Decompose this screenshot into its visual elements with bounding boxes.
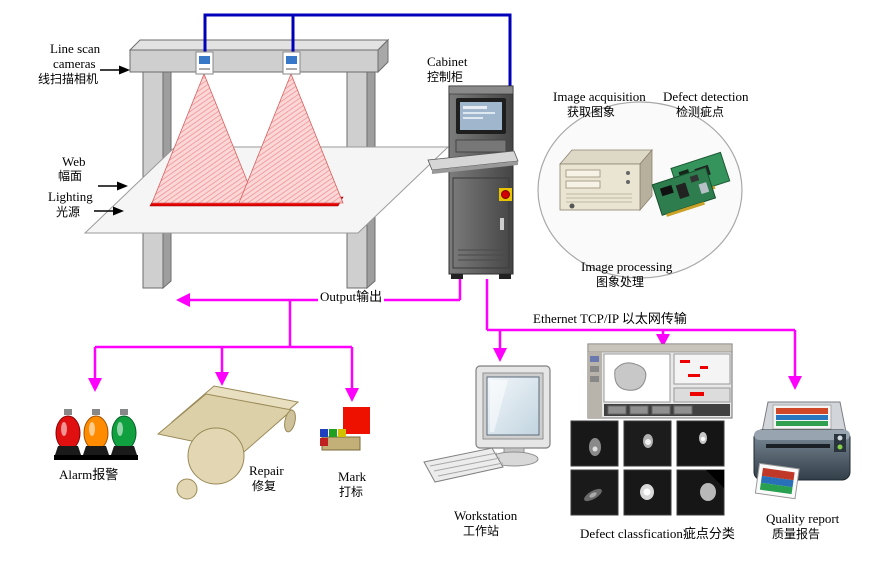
- label-image-processing-zh: 图象处理: [596, 275, 645, 289]
- scan-beam-right: [238, 72, 344, 204]
- label-defect-detection-en: Defect detection: [663, 89, 749, 104]
- label-image-acquisition-zh: 获取图象: [567, 105, 616, 119]
- label-line-scan-cameras-en1: Line scan: [50, 41, 101, 56]
- mark-icon: [320, 407, 370, 451]
- line-scan-camera-icons: [195, 51, 301, 75]
- label-quality-report-zh: 质量报告: [772, 527, 821, 541]
- label-mark-zh: 打标: [339, 485, 364, 499]
- label-cabinet-en: Cabinet: [427, 54, 468, 69]
- label-web-zh: 幅面: [58, 169, 83, 183]
- label-defect-detection-zh: 检测疵点: [676, 105, 725, 119]
- label-web-en: Web: [62, 154, 86, 169]
- label-pointer-arrows: [94, 65, 130, 216]
- industrial-pc-illustration: [559, 148, 653, 212]
- label-line-scan-cameras-zh: 线扫描相机: [38, 72, 99, 86]
- scan-beams-illustration: [151, 72, 344, 204]
- arrow-to-alarm: [88, 378, 102, 392]
- arrow-to-printer: [788, 376, 802, 390]
- output-arrow-left: [176, 293, 190, 307]
- camera-signal-cable: [203, 13, 512, 90]
- label-lighting-zh: 光源: [56, 205, 81, 219]
- arrow-to-workstation: [493, 348, 507, 362]
- label-output: Output输出: [318, 289, 385, 304]
- ethernet-flow-arrowheads: [493, 334, 802, 390]
- label-alarm: Alarm报警: [59, 467, 119, 482]
- label-image-acquisition-en: Image acquisition: [553, 89, 646, 104]
- label-quality-report-en: Quality report: [766, 511, 840, 526]
- alarm-lamp-red: [54, 409, 82, 460]
- ethernet-flow-lines: [485, 279, 797, 378]
- web-pointer-arrowhead: [117, 181, 128, 191]
- arrow-to-defect-classification: [656, 334, 670, 347]
- label-workstation-en: Workstation: [454, 508, 518, 523]
- alarm-lamp-green: [110, 409, 138, 460]
- label-repair-en: Repair: [249, 463, 284, 478]
- lighting-pointer-arrowhead: [113, 206, 124, 216]
- printed-photo-icon: [754, 462, 800, 500]
- line-scan-camera-icon-right: [282, 51, 301, 75]
- label-workstation-zh: 工作站: [463, 524, 500, 538]
- label-defect-classification: Defect classfication疵点分类: [580, 526, 735, 541]
- printer-illustration: [753, 401, 851, 500]
- line-scan-camera-icon-left: [195, 51, 214, 75]
- label-image-processing-en: Image processing: [581, 259, 673, 274]
- control-cabinet-illustration: [427, 85, 519, 279]
- repair-rollers-illustration: [156, 385, 300, 500]
- image-processing-ellipse: [537, 101, 743, 279]
- output-flow-lines: [93, 279, 462, 390]
- label-mark-en: Mark: [338, 469, 367, 484]
- label-cabinet-zh: 控制柜: [427, 70, 464, 84]
- output-flow-arrowheads: [88, 293, 359, 402]
- label-line-scan-cameras-en2: cameras: [53, 56, 96, 71]
- cameras-pointer-arrowhead: [119, 65, 130, 75]
- keyboard-icon: [423, 447, 504, 483]
- alarm-lamps-illustration: [54, 409, 138, 460]
- workstation-illustration: [423, 365, 551, 483]
- arrow-to-repair: [215, 372, 229, 386]
- defect-thumbnails-grid: [570, 420, 725, 516]
- label-lighting-en: Lighting: [48, 189, 93, 204]
- alarm-lamp-orange: [82, 409, 110, 460]
- arrow-to-mark: [345, 388, 359, 402]
- frame-grabber-card-front: [651, 166, 717, 217]
- label-ethernet: Ethernet TCP/IP 以太网传输: [531, 311, 689, 326]
- label-repair-zh: 修复: [252, 479, 277, 493]
- scan-beam-left: [151, 72, 257, 204]
- defect-software-window-illustration: [587, 343, 733, 419]
